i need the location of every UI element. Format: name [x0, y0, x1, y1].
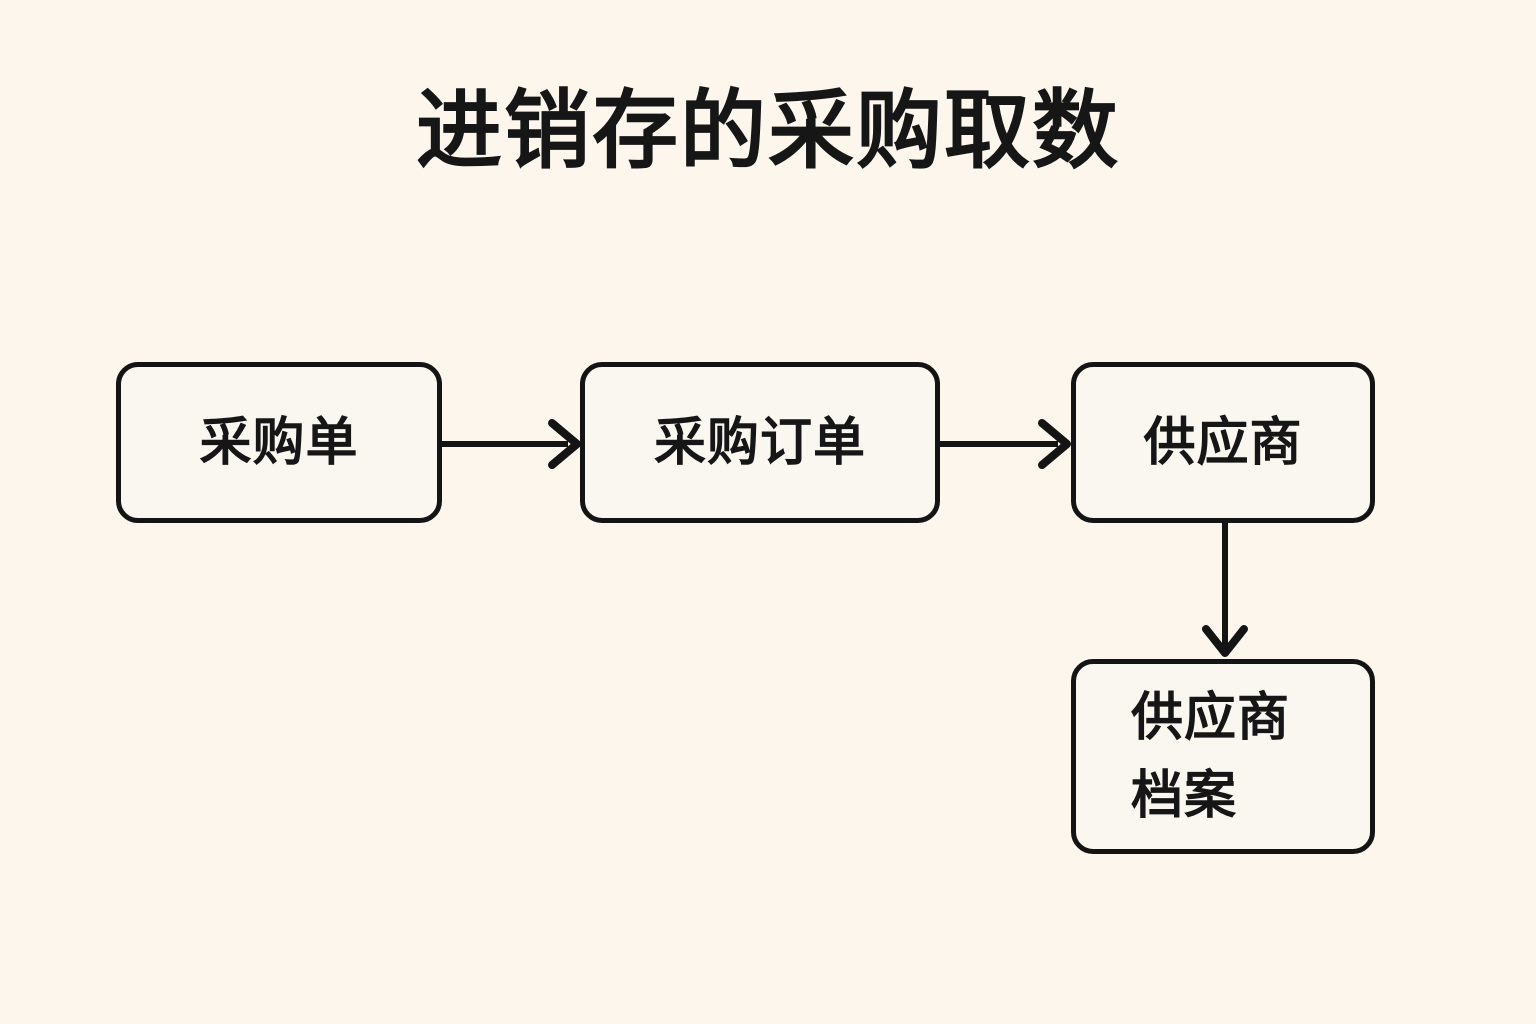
node-purchase-order-label: 采购订单	[653, 413, 866, 472]
node-supplier[interactable]: 供应商	[1071, 362, 1375, 523]
node-supplier-label: 供应商	[1143, 413, 1303, 472]
node-purchase-request-label: 采购单	[199, 413, 359, 472]
page-title: 进销存的采购取数	[416, 83, 1120, 179]
node-supplier-archive-label: 供应商 档案	[1131, 688, 1291, 825]
arrow-order-to-supplier	[938, 415, 1075, 473]
arrow-request-to-order	[440, 415, 586, 473]
node-supplier-archive[interactable]: 供应商 档案	[1071, 659, 1375, 854]
arrow-supplier-to-archive	[1196, 521, 1254, 663]
node-purchase-order[interactable]: 采购订单	[580, 362, 940, 523]
node-purchase-request[interactable]: 采购单	[116, 362, 442, 523]
